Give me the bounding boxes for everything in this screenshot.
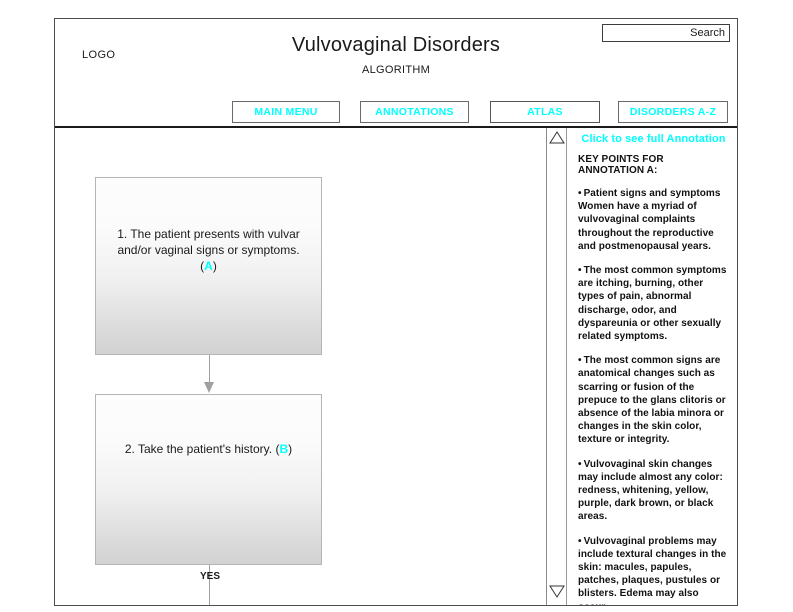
- page-subtitle: ALGORITHM: [361, 64, 431, 76]
- annotation-bullet-text: The most common symptoms are itching, bu…: [578, 265, 727, 343]
- flow-node-2-label: 2. Take the patient's history. (B): [108, 441, 309, 457]
- bullet-dot-icon: •: [578, 265, 582, 277]
- flow-node-1-text: 1. The patient presents with vulvar and/…: [117, 227, 300, 273]
- annotation-bullet-text: Vulvovaginal problems may include textur…: [578, 535, 727, 605]
- body-area: 1. The patient presents with vulvar and/…: [55, 128, 737, 605]
- annotation-bullet: •Vulvovaginal problems may include textu…: [578, 535, 729, 605]
- annotation-scrollbar[interactable]: [547, 128, 567, 605]
- connector-1: [204, 355, 215, 395]
- nav-button-annotations[interactable]: ANNOTATIONS: [360, 101, 469, 123]
- search-input[interactable]: [602, 24, 730, 42]
- annotation-bullet: •Vulvovaginal skin changes may include a…: [578, 458, 729, 524]
- bullet-dot-icon: •: [578, 355, 582, 367]
- scrollbar-arrows: [549, 131, 565, 144]
- connector-1-arrowhead-icon: [204, 382, 214, 393]
- connector-1-line: [209, 355, 210, 383]
- flowchart-canvas: 1. The patient presents with vulvar and/…: [55, 128, 547, 605]
- logo: LOGO: [82, 49, 116, 61]
- annotation-bullet: •The most common symptoms are itching, b…: [578, 264, 729, 343]
- scroll-up-arrow-icon[interactable]: [549, 131, 565, 144]
- connector-2-label: YES: [199, 571, 221, 582]
- bullet-dot-icon: •: [578, 188, 582, 199]
- flow-node-1[interactable]: 1. The patient presents with vulvar and/…: [95, 177, 322, 355]
- scrollbar-track[interactable]: [547, 128, 566, 605]
- main-navigation: MAIN MENU ANNOTATIONS ATLAS DISORDERS A-…: [55, 101, 737, 123]
- connector-2-line: [209, 565, 210, 605]
- scrollbar-arrow-down-wrap: [549, 585, 565, 598]
- page-frame: LOGO Vulvovaginal Disorders ALGORITHM MA…: [54, 18, 738, 606]
- flow-node-2[interactable]: 2. Take the patient's history. (B): [95, 394, 322, 565]
- flow-node-2-text-after: ): [288, 442, 293, 456]
- annotation-ref-b[interactable]: B: [279, 442, 289, 456]
- header-divider: [55, 126, 737, 128]
- nav-button-disorders-a-z[interactable]: DISORDERS A-Z: [618, 101, 728, 123]
- nav-button-atlas[interactable]: ATLAS: [490, 101, 600, 123]
- connector-2: YES: [200, 565, 220, 605]
- annotation-bullet: •Patient signs and symptoms Women have a…: [578, 187, 729, 253]
- annotation-heading: KEY POINTS FOR ANNOTATION A:: [578, 154, 664, 176]
- annotation-bullet-text: Vulvovaginal skin changes may include al…: [578, 458, 723, 523]
- annotation-bullet: •The most common signs are anatomical ch…: [578, 354, 729, 446]
- annotation-bullet-text: Patient signs and symptoms Women have a …: [578, 188, 721, 252]
- flow-node-1-label: 1. The patient presents with vulvar and/…: [108, 226, 309, 274]
- page-title: Vulvovaginal Disorders: [291, 34, 501, 56]
- bullet-dot-icon: •: [578, 458, 582, 470]
- flow-node-2-text: 2. Take the patient's history. (: [124, 442, 280, 456]
- annotation-bullet-text: The most common signs are anatomical cha…: [578, 355, 726, 446]
- full-annotation-link[interactable]: Click to see full Annotation: [581, 133, 726, 145]
- scroll-down-arrow-icon[interactable]: [549, 585, 565, 598]
- bullet-dot-icon: •: [578, 535, 582, 547]
- nav-button-main-menu[interactable]: MAIN MENU: [232, 101, 340, 123]
- annotation-ref-a[interactable]: A: [204, 259, 213, 273]
- flow-node-1-text-after: ): [212, 259, 217, 273]
- annotation-panel: Click to see full Annotation KEY POINTS …: [568, 128, 737, 605]
- page-header: LOGO Vulvovaginal Disorders ALGORITHM: [55, 19, 737, 126]
